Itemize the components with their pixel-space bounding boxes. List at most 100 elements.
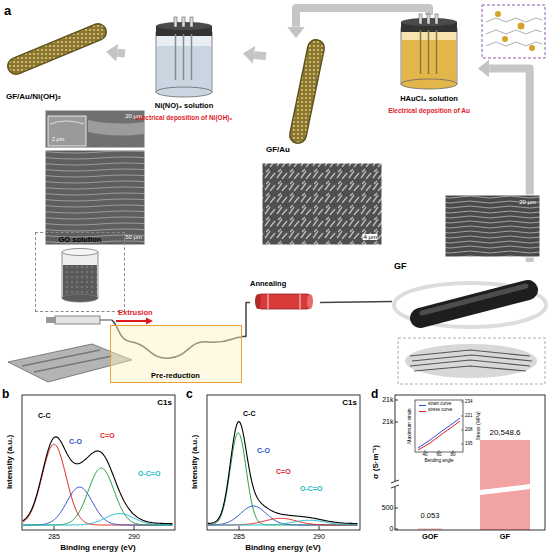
graphene-inset [529, 45, 535, 51]
go-beaker [62, 249, 98, 303]
go-beaker [62, 249, 98, 256]
beaker-au [436, 30, 438, 74]
peak-label: C=O [276, 468, 291, 475]
tick-label: 80 [450, 453, 455, 458]
tick-label: 195 [465, 442, 473, 447]
bar-chart [480, 484, 530, 495]
beaker-node: Ni(NO)₃ solutionElectrical deposition of… [125, 15, 243, 125]
beaker-node: HAuCl₄ solutionElectrical deposition of … [380, 15, 478, 122]
fiber-gf-au-ni [16, 32, 98, 66]
bar-chart [392, 481, 398, 487]
sem-image [45, 110, 145, 245]
bar-chart [395, 508, 398, 509]
beaker-au [427, 14, 430, 24]
axis-label: Intensity (a.u.) [191, 435, 199, 489]
node-text: Ni(NO)₃ solution [155, 102, 213, 110]
bar-chart [391, 485, 399, 488]
tick-label: 21k [382, 396, 393, 403]
annealing-tube [268, 294, 269, 309]
fiber-node: GF/Au [266, 38, 326, 160]
sem-image [262, 163, 382, 245]
beaker-ni [191, 34, 193, 80]
beaker-ni [156, 17, 212, 97]
node-text: GF [394, 262, 407, 272]
tick-label: 285 [48, 533, 60, 540]
tick-label: 285 [233, 533, 245, 540]
axis-label: σ (S·m⁻¹) [372, 445, 380, 479]
xps-frame [319, 526, 320, 530]
graphene-inset [482, 5, 545, 58]
beaker-au [401, 28, 457, 84]
scale-label: 4 μm [363, 234, 378, 240]
peak-label: O-C=O [138, 470, 160, 477]
go-beaker [63, 265, 97, 297]
inset-chart [461, 444, 463, 445]
sem-image [45, 110, 145, 148]
annealing-tube [307, 294, 313, 309]
inset-chart [425, 450, 426, 452]
node-text: HAuCl₄ solution [400, 95, 458, 103]
beaker-au [401, 79, 457, 89]
spectrum-curve [23, 468, 173, 525]
go-beaker [62, 252, 98, 298]
layered-inset [398, 338, 545, 384]
xps-frame [134, 526, 135, 530]
tick-label: 234 [465, 400, 473, 405]
node-text: Pre-reduction [151, 372, 200, 380]
tick-label: 0 [390, 525, 394, 532]
peak-label: C-O [257, 447, 270, 454]
spectrum-title: C1s [342, 399, 357, 407]
process-label: Extrusion [118, 309, 153, 317]
beaker-au [401, 14, 457, 89]
graphene-inset [486, 18, 542, 46]
sem-image [88, 120, 144, 136]
layered-inset [398, 338, 545, 384]
extrusion-stage [116, 320, 146, 322]
graphene-inset [518, 23, 525, 30]
xps-frame [22, 395, 175, 530]
peak-label: O-C=O [300, 485, 322, 492]
inset-chart [418, 421, 460, 450]
peak-label: C-C [243, 410, 255, 417]
scale-label: 50 μm [125, 234, 142, 240]
value-label: 20,548.6 [489, 429, 520, 437]
beaker-ni [175, 34, 177, 80]
bar-chart [395, 400, 398, 401]
tick-label: 60 [436, 453, 441, 458]
legend-text: strain curve [428, 402, 451, 407]
spectrum-curve [23, 437, 173, 524]
beaker-au [420, 30, 422, 74]
xps-frame [22, 395, 360, 530]
beaker-au [435, 14, 438, 24]
beaker-ni [182, 17, 185, 27]
bar-chart [395, 422, 398, 423]
panel-letter: c [186, 388, 193, 400]
axis-label: Binding energy (eV) [245, 544, 321, 552]
process-arrow [117, 49, 125, 58]
category-label: GF [500, 533, 510, 541]
scale-label: 20 μm [125, 113, 142, 119]
inset-chart [461, 430, 463, 431]
legend-line [419, 411, 426, 412]
process-arrow [254, 55, 266, 56]
extrusion-stage [46, 317, 56, 323]
panel-letter: b [2, 388, 9, 400]
peak-label: C=O [100, 432, 115, 439]
fiber-node: GF [392, 262, 545, 328]
sem-image [50, 121, 84, 124]
extrusion-stage [55, 316, 100, 324]
inset-chart [461, 416, 463, 417]
axis-label: Bending angle [425, 459, 454, 464]
fiber-node: GF/Au/Ni(OH)₂ [4, 15, 106, 107]
node-text: Electrical deposition of Ni(OH)₂ [136, 114, 233, 121]
bar-chart [395, 529, 398, 530]
tick-label: 40 [422, 453, 427, 458]
scale-label: 20 μm [519, 199, 536, 205]
axis-label: Binding energy (eV) [60, 544, 136, 552]
inset-chart [418, 418, 460, 448]
xps-frame [54, 526, 55, 530]
bar-chart [391, 395, 545, 530]
xps-frame [207, 395, 360, 530]
node-text: Annealing [250, 280, 286, 288]
